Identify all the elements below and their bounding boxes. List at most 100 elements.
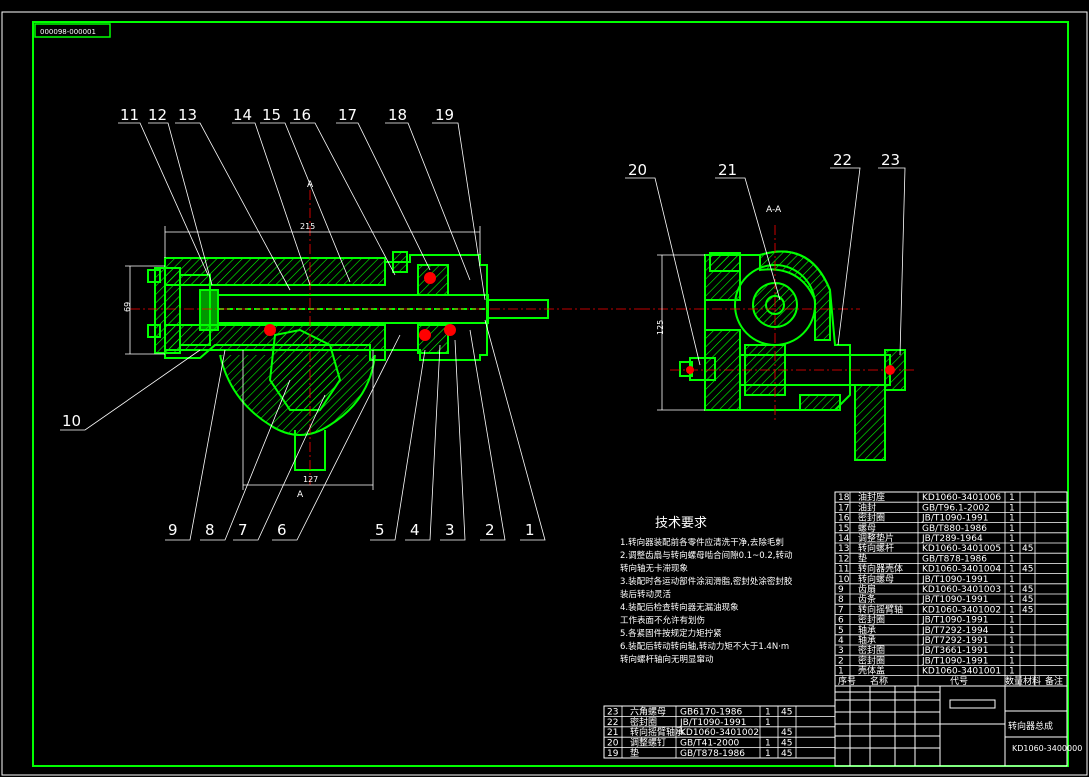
bom-cell-qty: 1 [1009,493,1015,503]
bom-cell-qty: 1 [1009,514,1015,524]
bom-cell-code: KD1060-3401001 [922,667,1001,677]
bom-cell-code: JB/T289-1964 [921,534,983,544]
dimension-lines-main [125,226,481,490]
bom-left-cell-mat: 45 [781,749,792,759]
leader-17: 17 [338,106,357,124]
bom-cell-name: 转向螺母 [858,573,894,585]
bom-cell-no: 9 [838,585,844,595]
bom-cell-no: 18 [838,493,850,503]
bom-cell-no: 13 [838,544,849,554]
bom-cell-qty: 1 [1009,667,1015,677]
bom-cell-qty: 1 [1009,503,1015,513]
requirement-line: 转向轴无卡滞现象 [620,563,689,574]
bom-cell-mat: 45 [1022,605,1033,615]
requirement-line: 6.装配后转动转向轴,转动力矩不大于1.4N·m [620,641,789,652]
bom-left-cell-code: GB/T878-1986 [680,749,745,759]
bom-cell-code: KD1060-3401005 [922,544,1001,554]
bom-left-cell-code: GB6170-1986 [680,707,742,717]
leader-lines-main [60,122,546,541]
bom-cell-qty: 1 [1009,616,1015,626]
leader-6: 6 [277,521,287,539]
bom-cell-no: 11 [838,565,849,575]
bom-cell-qty: 1 [1009,595,1015,605]
code-box-top [34,23,111,38]
bom-cell-qty: 1 [1009,554,1015,564]
bom-header-mat: 材料 [1023,675,1041,687]
bom-cell-code: KD1060-3401006 [922,493,1001,503]
bom-cell-no: 14 [838,534,850,544]
bom-cell-code: JB/T3661-1991 [921,646,988,656]
leader-2: 2 [485,521,495,539]
bom-cell-name: 密封圈 [858,644,885,656]
dim-width-bottom: 127 [303,475,318,484]
leader-13: 13 [178,106,197,124]
leader-5: 5 [375,521,385,539]
bom-cell-qty: 1 [1009,585,1015,595]
red-bolt-aa-left [686,366,694,374]
requirement-line: 3.装配时各运动部件涂润滑脂,密封处涂密封胶 [620,576,793,587]
bom-left-cell-name: 调整螺钉 [630,737,666,749]
drawing-code-bottom: KD1060-3400000 [1012,744,1082,753]
bom-cell-name: 转向摇臂轴 [858,603,903,615]
bom-cell-no: 12 [838,554,849,564]
bom-cell-name: 螺母 [858,523,876,534]
centerlines-main [130,190,640,485]
bom-cell-code: JB/T1090-1991 [921,595,988,605]
bom-header-qty: 数量 [1005,675,1023,687]
bom-cell-name: 转向器壳体 [858,563,903,575]
bom-cell-no: 1 [838,667,844,677]
section-aa-view [679,250,906,461]
bom-cell-name: 调整垫片 [858,532,894,544]
bom-cell-qty: 1 [1009,544,1015,554]
bom-header-code: 代号 [950,676,968,687]
bom-cell-qty: 1 [1009,565,1015,575]
requirement-line: 装后转动灵活 [620,589,672,600]
dim-height-right: 125 [656,320,665,335]
requirement-line: 1.转向器装配前各零件应清洗干净,去除毛刺 [620,537,784,548]
leader-21: 21 [718,161,737,179]
bom-left-cell-mat: 45 [781,728,792,738]
bom-cell-name: 垫 [858,552,867,564]
bom-left-cell-mat: 45 [781,707,792,717]
requirement-line: 5.各紧固件按规定力矩拧紧 [620,628,722,639]
bom-header-no: 序号 [838,675,856,687]
leader-19: 19 [435,106,454,124]
bom-left-cell-name: 垫 [630,747,639,759]
dim-length-top: 215 [300,222,315,231]
centerlines-aa [640,225,915,420]
bom-left-cell-code: GB/T41-2000 [680,739,740,749]
bom-cell-no: 3 [838,646,844,656]
bom-left-cell-name: 密封圈 [630,716,657,728]
title-block [834,685,1068,767]
bom-cell-name: 壳体盖 [858,665,885,677]
requirement-line: 2.调整齿扇与转向螺母啮合间隙0.1~0.2,转动 [620,550,793,561]
red-bolt-aa [885,365,895,375]
bom-cell-qty: 1 [1009,534,1015,544]
bom-left-cell-no: 22 [607,718,618,728]
leader-9: 9 [168,521,178,539]
bom-cell-qty: 1 [1009,646,1015,656]
bom-cell-no: 4 [838,636,844,646]
bom-cell-name: 油封 [858,501,876,513]
bom-cell-qty: 1 [1009,524,1015,534]
bom-cell-no: 16 [838,514,850,524]
bom-cell-name: 油封座 [858,491,885,503]
leader-16: 16 [292,106,311,124]
leader-7: 7 [238,521,248,539]
bom-left-cell-no: 20 [607,739,619,749]
bom-cell-name: 齿扇 [858,583,876,595]
title-block-name: 转向器总成 [1008,720,1053,732]
leader-lines-aa [625,167,906,366]
bom-cell-code: JB/T1090-1991 [921,656,988,666]
bom-left-cell-qty: 1 [765,718,771,728]
bom-cell-code: JB/T1090-1991 [921,514,988,524]
bom-cell-code: KD1060-3401003 [922,585,1001,595]
bom-cell-no: 15 [838,524,849,534]
bom-left-cell-name: 转向摇臂轴承 [630,726,684,738]
outer-border [1,11,1088,776]
bom-left-cell-code: KD1060-3401002 [680,728,759,738]
leader-14: 14 [233,106,252,124]
bom-cell-qty: 1 [1009,636,1015,646]
